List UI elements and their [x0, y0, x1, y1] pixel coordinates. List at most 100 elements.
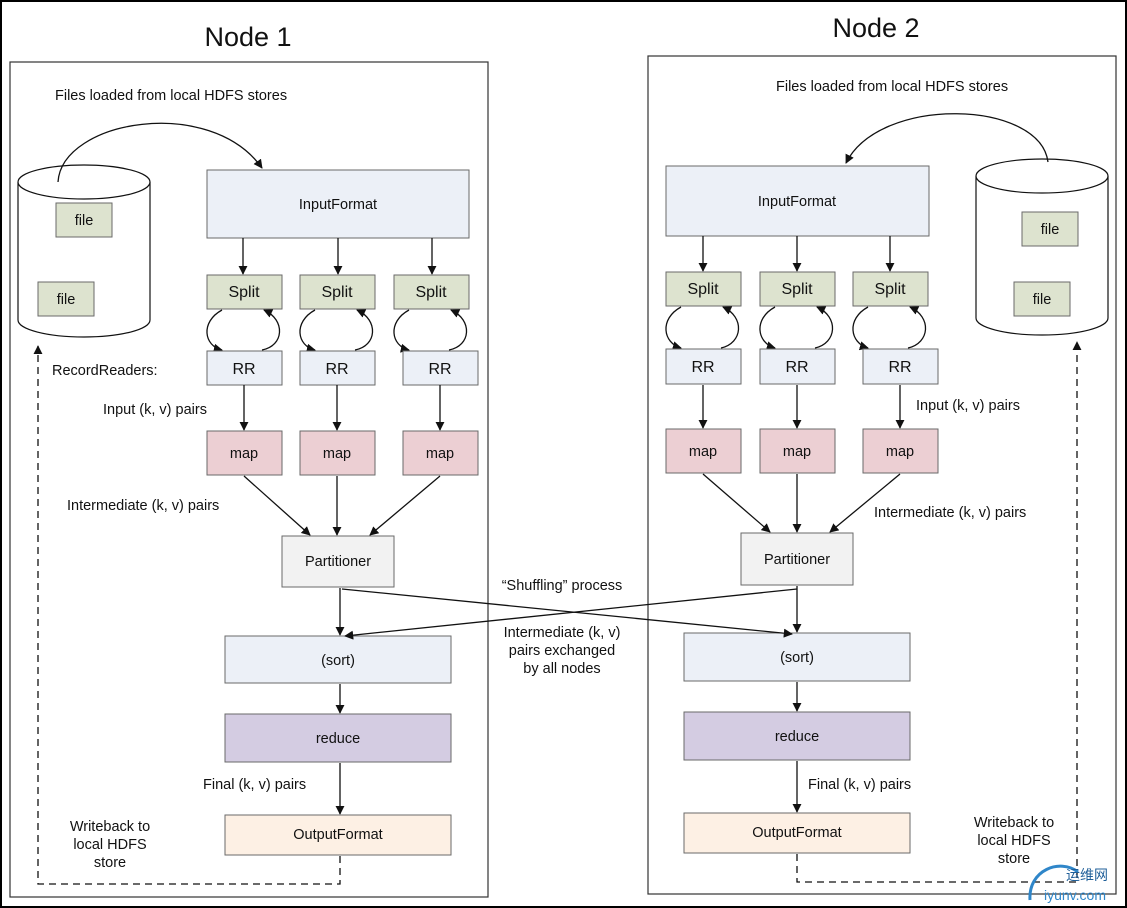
node-2-loop-right-2 — [814, 306, 834, 349]
node-2-reduce-box — [683, 711, 911, 761]
node-2-outputformat-label: OutputFormat — [752, 825, 841, 841]
node-2-writeback-arrow — [796, 341, 1082, 883]
node-2-rr-label-2: RR — [785, 359, 808, 376]
node-2-intermediate-label: Intermediate (k, v) pairs — [874, 505, 1026, 521]
node-2-map-label-2: map — [783, 444, 811, 460]
node-1-rr-label-2: RR — [325, 361, 348, 378]
shuffle-line-2: pairs exchanged — [509, 643, 615, 659]
node-2-map-label-1: map — [689, 444, 717, 460]
node-2-final-label: Final (k, v) pairs — [808, 777, 911, 793]
node-2-file-box-2 — [1013, 281, 1071, 317]
node-1-split-box-2 — [299, 274, 376, 310]
node-2-hdfs-store: file file — [975, 158, 1109, 336]
node-2-split-box-3 — [852, 271, 929, 307]
node-2-inputformat-label: InputFormat — [758, 194, 836, 210]
shuffle-title: “Shuffling” process — [502, 578, 623, 594]
shuffle-line-1: Intermediate (k, v) — [504, 625, 621, 641]
node-2-title: Node 2 — [832, 13, 919, 43]
node-1-inputformat-label: InputFormat — [299, 197, 377, 213]
node-2-rr-box-1 — [665, 348, 742, 385]
node-1-input-pairs-label: Input (k, v) pairs — [103, 402, 207, 418]
node-2-sort-label: (sort) — [780, 650, 814, 666]
node-1-outputformat-box — [224, 814, 452, 856]
node-1-file-label-1: file — [75, 213, 94, 229]
node-1-map-part-arrow-3 — [369, 475, 441, 536]
node-2-rr-label-1: RR — [691, 359, 714, 376]
node-1-loop-left-3 — [393, 309, 410, 353]
node-2-writeback-line-3: store — [998, 851, 1030, 867]
node-2-map-box-2 — [759, 428, 836, 474]
node-1-rr-box-3 — [402, 350, 479, 386]
node-1-sort-label: (sort) — [321, 653, 355, 669]
node-1-reduce-label: reduce — [316, 731, 360, 747]
node-2-loop-left-1 — [665, 306, 682, 351]
node-1-writeback-line-2: local HDFS — [73, 837, 146, 853]
node-1-rr-box-2 — [299, 350, 376, 386]
node-1-file-box-2 — [37, 281, 95, 317]
node-1-file-box-1 — [55, 202, 113, 238]
node-2-map-box-3 — [862, 428, 939, 474]
node-2-loop-left-3 — [852, 306, 869, 351]
node-1-recordreaders-label: RecordReaders: — [52, 363, 158, 379]
node-2-rr-box-3 — [862, 348, 939, 385]
node-2-outputformat-box — [683, 812, 911, 854]
node-1-partitioner-label: Partitioner — [305, 554, 371, 570]
node-1-load-arrow — [57, 122, 263, 183]
node-2-loop-right-1 — [720, 306, 740, 349]
node-2-load-arrow — [845, 113, 1049, 164]
node-2-loop-left-2 — [759, 306, 776, 351]
node-2-file-label-2: file — [1033, 292, 1052, 308]
node-2-partitioner-label: Partitioner — [764, 552, 830, 568]
node-1-loop-left-1 — [206, 309, 223, 353]
node-1-map-box-2 — [299, 430, 376, 476]
node-2-split-label-2: Split — [781, 281, 813, 298]
node-1-loop-right-1 — [261, 309, 281, 351]
node-1-map-label-1: map — [230, 446, 258, 462]
node-2-map-part-arrow-1 — [702, 473, 771, 533]
node-2-map-part-arrow-3 — [829, 473, 901, 533]
node-1-rr-label-3: RR — [428, 361, 451, 378]
node-1-file-label-2: file — [57, 292, 76, 308]
node-2-map-label-3: map — [886, 444, 914, 460]
node-2-split-label-1: Split — [687, 281, 719, 298]
node-1-outputformat-label: OutputFormat — [293, 827, 382, 843]
node-2-split-label-3: Split — [874, 281, 906, 298]
node-1-loop-right-3 — [448, 309, 468, 351]
node-1-loop-right-2 — [354, 309, 374, 351]
node-2-sort-box — [683, 632, 911, 682]
shuffle-line-3: by all nodes — [523, 661, 600, 677]
node-2-files-label: Files loaded from local HDFS stores — [776, 79, 1008, 95]
node-2-writeback-line-1: Writeback to — [974, 815, 1054, 831]
watermark-text-top: 运维网 — [1066, 867, 1108, 883]
node-1-split-box-3 — [393, 274, 470, 310]
node-1-rr-label-1: RR — [232, 361, 255, 378]
node-2-inputformat-box — [665, 165, 930, 237]
node-1-map-label-3: map — [426, 446, 454, 462]
watermark-swoosh-icon — [1028, 864, 1079, 901]
node-2: Node 2 Files loaded from local HDFS stor… — [647, 13, 1117, 895]
node-2-container — [647, 55, 1117, 895]
node-1-map-box-3 — [402, 430, 479, 476]
shuffle-arrow-node1-to-node2 — [341, 588, 793, 638]
node-1-partitioner-box — [281, 535, 395, 588]
node-1-split-box-1 — [206, 274, 283, 310]
node-1-hdfs-store: file file — [17, 164, 151, 338]
node-1-map-part-arrow-1 — [243, 475, 311, 536]
node-1-files-label: Files loaded from local HDFS stores — [55, 88, 287, 104]
node-2-file-box-1 — [1021, 211, 1079, 247]
node-2-reduce-label: reduce — [775, 729, 819, 745]
node-1-sort-box — [224, 635, 452, 684]
node-1-title: Node 1 — [204, 22, 291, 52]
node-1-writeback-arrow — [33, 345, 341, 885]
node-1-writeback-line-1: Writeback to — [70, 819, 150, 835]
node-2-rr-box-2 — [759, 348, 836, 385]
node-2-file-label-1: file — [1041, 222, 1060, 238]
node-1-rr-box-1 — [206, 350, 283, 386]
watermark-text-bottom: iyunv.com — [1044, 887, 1106, 903]
node-2-map-box-1 — [665, 428, 742, 474]
node-2-loop-right-3 — [907, 306, 927, 349]
node-1-container — [9, 61, 489, 898]
node-2-input-pairs-label: Input (k, v) pairs — [916, 398, 1020, 414]
